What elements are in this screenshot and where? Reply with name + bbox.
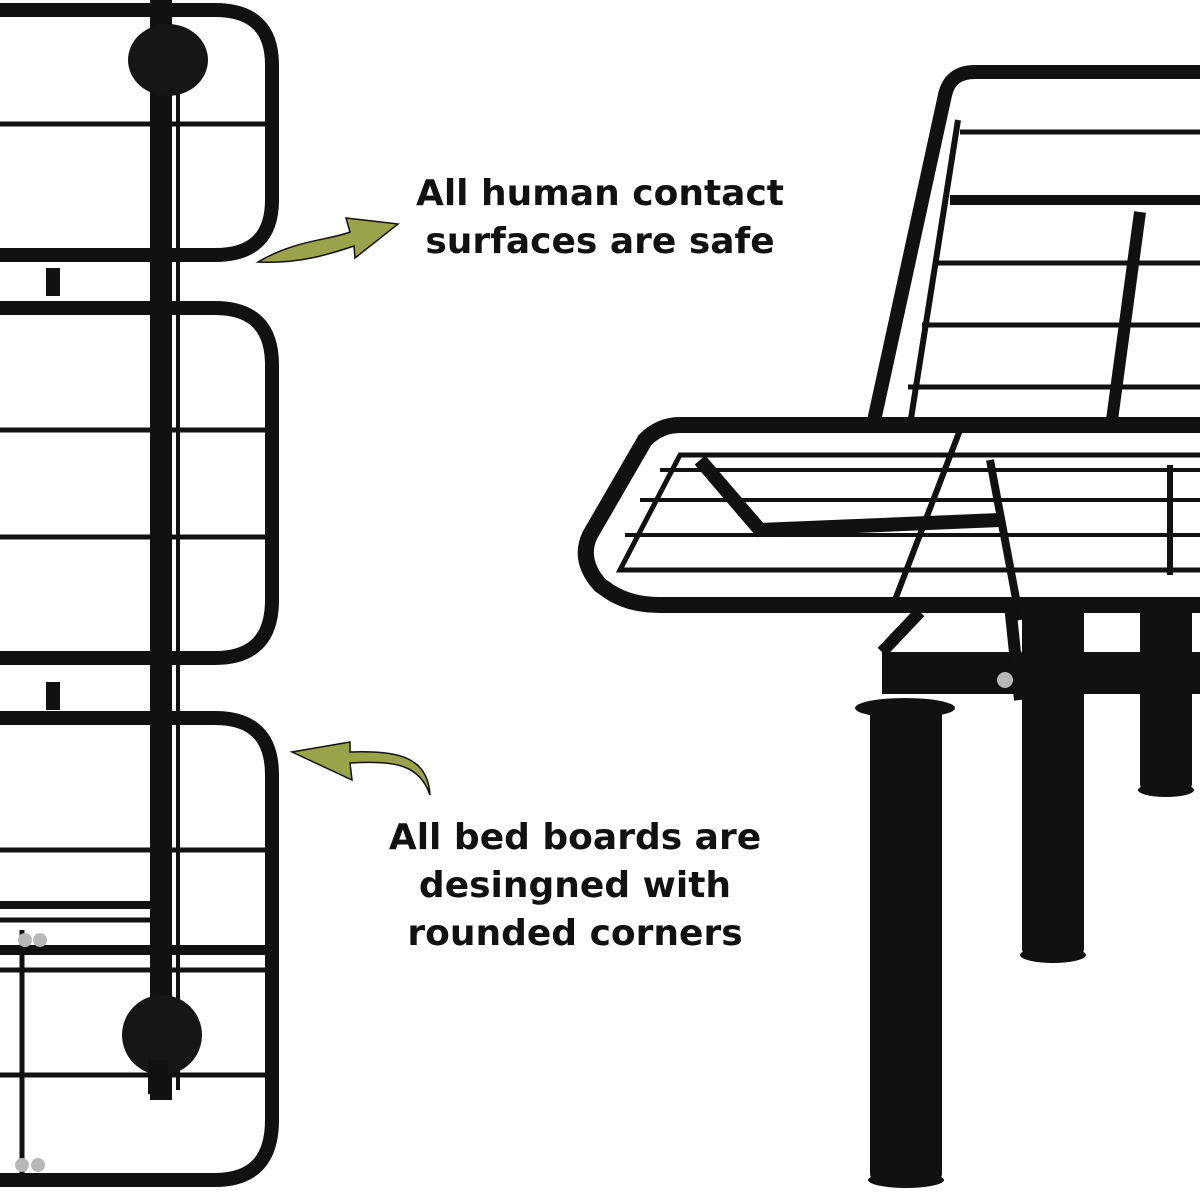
caption-rounded-corners: All bed boards are desingned with rounde… xyxy=(375,814,775,958)
caption-bottom-line-3: rounded corners xyxy=(407,913,743,954)
bottom-board-outline xyxy=(0,711,279,1187)
seat-section-frame xyxy=(577,417,1200,613)
motor-disc-bottom xyxy=(122,995,202,1075)
caption-top-line-2: surfaces are safe xyxy=(425,221,775,262)
flat-frame-top-view xyxy=(0,0,279,1187)
caption-safe-surfaces: All human contact surfaces are safe xyxy=(400,170,800,266)
arrow-bottom-pointing-left xyxy=(289,741,431,796)
caption-top-line-1: All human contact xyxy=(415,173,785,214)
bolt xyxy=(997,672,1013,688)
arrow-top-pointing-right xyxy=(255,217,400,264)
top-board-outline xyxy=(0,3,279,262)
caption-bottom-line-2: desingned with xyxy=(418,865,732,906)
middle-board-outline xyxy=(0,301,279,665)
adjustable-frame-side-view xyxy=(577,65,1200,1188)
front-leg xyxy=(855,698,955,1188)
back-section-frame xyxy=(865,65,1200,432)
caption-bottom-line-1: All bed boards are xyxy=(388,817,762,858)
rear-leg xyxy=(1138,605,1194,797)
middle-leg xyxy=(1020,605,1086,963)
motor-disc-top xyxy=(128,24,208,96)
